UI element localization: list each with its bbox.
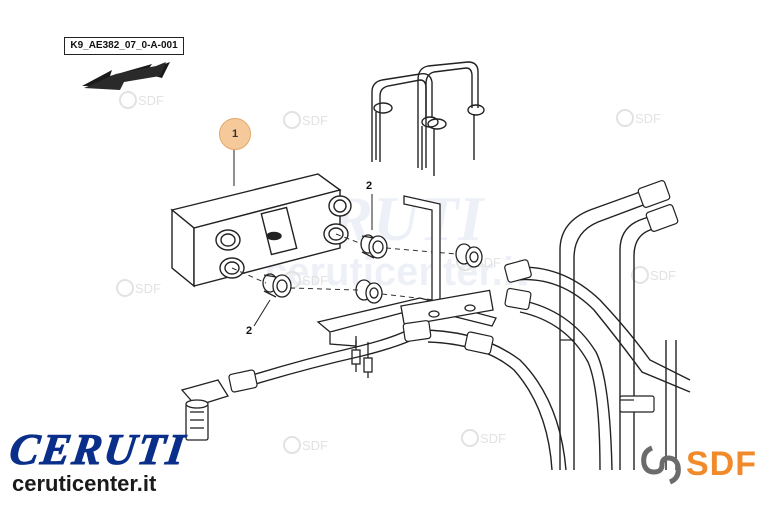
sdf-logo: SDF: [638, 440, 778, 500]
ceruti-logo: CERUTI ceruticenter.it: [6, 425, 240, 498]
svg-text:SDF: SDF: [650, 268, 676, 283]
svg-text:SDF: SDF: [302, 438, 328, 453]
hose-fittings: [228, 180, 679, 413]
svg-text:SDF: SDF: [302, 273, 328, 288]
callout-part-2-bottom: 2: [246, 325, 253, 337]
svg-text:SDF: SDF: [135, 281, 161, 296]
svg-text:SDF: SDF: [635, 111, 661, 126]
svg-text:SDF: SDF: [302, 113, 328, 128]
sdf-emblem-icon: [641, 445, 681, 485]
oil-cooler-block: [170, 173, 352, 288]
fitting-top: [360, 234, 388, 259]
fittings: [262, 234, 483, 304]
svg-text:SDF: SDF: [138, 93, 164, 108]
callout-part-1: 1: [219, 118, 251, 150]
fitting-mid-right: [455, 243, 483, 268]
direction-arrow: [82, 62, 170, 90]
ceruti-brand-name: CERUTI: [6, 425, 190, 475]
fitting-mid-lower: [355, 279, 383, 304]
left-elbow-valve: [180, 379, 229, 441]
u-bolt-clamps: [371, 61, 485, 176]
svg-text:SDF: SDF: [480, 431, 506, 446]
fitting-bottom: [262, 273, 292, 298]
callout-leaders: [233, 148, 373, 327]
callout-part-2-top: 2: [366, 180, 373, 192]
hydraulic-hoses: [235, 183, 691, 471]
watermark-site: ceruticenter.it: [265, 250, 527, 294]
ceruti-website: ceruticenter.it: [12, 471, 157, 496]
sdf-brand-name: SDF: [686, 445, 757, 483]
diagram-reference-code: K9_AE382_07_0-A-001: [64, 37, 184, 55]
mounting-bracket: [316, 195, 497, 378]
